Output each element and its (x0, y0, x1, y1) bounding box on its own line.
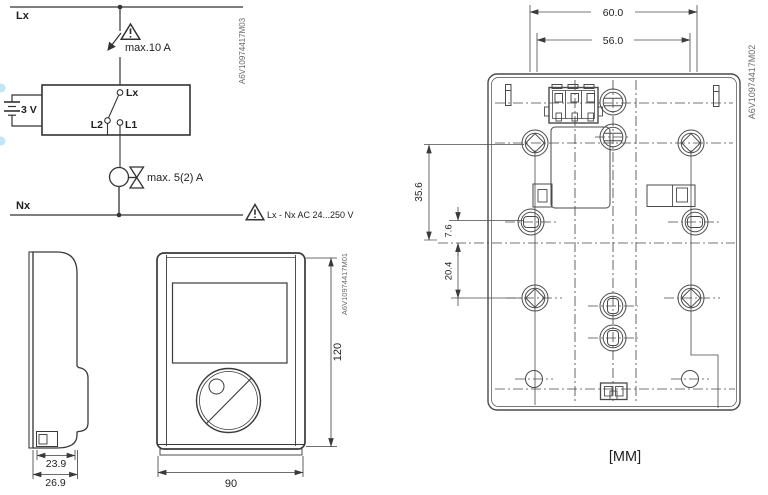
left-clip-detail (532, 183, 553, 208)
terminal-l2-label: L2 (91, 119, 103, 131)
terminal-block (544, 84, 603, 124)
display-screen (171, 282, 288, 364)
center-lines (438, 80, 735, 404)
mounting-plate-drawing: 60.0 56.0 35.6 7.6 20.4 [MM] A6V10974417… (414, 5, 757, 465)
battery-voltage-label: 3 V (21, 104, 37, 116)
selection-handle-icon (0, 83, 6, 93)
dimension-lines (32, 450, 78, 479)
reference-lines (534, 150, 719, 408)
valve-actuator-icon (108, 166, 145, 215)
junction-dot (116, 212, 122, 218)
terminal-l1-label: L1 (125, 119, 137, 131)
doc-number-plate: A6V10974417M02 (747, 45, 757, 120)
dim-small-label: 7.6 (444, 224, 455, 237)
doc-number-wiring: A6V10974417M03 (238, 17, 247, 84)
junction-dot (117, 4, 123, 10)
height-dim: 120 (332, 343, 344, 361)
switch-icon (107, 32, 122, 85)
top-slot (505, 84, 720, 107)
dim-lower-label: 20.4 (444, 262, 455, 281)
valve-rating-label: max. 5(2) A (147, 172, 204, 184)
terminal-lx-label: Lx (126, 87, 138, 99)
depth-total-dim: 26.9 (45, 477, 66, 489)
selection-handle-icon (0, 136, 6, 146)
switch-rating-label: max.10 A (125, 42, 172, 54)
thermostat-body-outline (41, 84, 191, 136)
units-label: [MM] (609, 449, 641, 465)
device-side-view (28, 251, 89, 449)
right-clip-detail (646, 184, 696, 207)
dim-upper-label: 35.6 (414, 182, 425, 202)
depth-front-dim: 23.9 (46, 458, 67, 470)
device-front-view (156, 252, 306, 456)
dimension-lines (529, 5, 698, 72)
wiring-diagram: max.10 A Lx 3 V Lx L2 L1 (0, 4, 354, 221)
spacing-inner-dim: 56.0 (603, 35, 624, 47)
device-dimension-drawing: 23.9 26.9 90 120 (28, 251, 349, 490)
relay-contact-icon (104, 89, 124, 168)
plate-outline (487, 73, 741, 411)
central-housing (550, 126, 611, 209)
dimension-lines (157, 257, 337, 477)
warning-triangle-icon (119, 22, 142, 40)
warning-triangle-icon (244, 202, 266, 221)
width-dim: 90 (225, 478, 237, 490)
spacing-outer-dim: 60.0 (603, 7, 624, 19)
phase-line-label: Lx (16, 10, 30, 22)
neutral-line-label: Nx (16, 200, 31, 212)
dimension-lines (424, 144, 524, 306)
bottom-snap-clip (599, 382, 628, 401)
rotary-knob-icon (195, 367, 262, 434)
voltage-note-label: Lx - Nx AC 24...250 V (267, 210, 354, 220)
doc-number-dimensions: A6V10974417M01 (340, 253, 349, 315)
battery-icon (4, 94, 42, 127)
